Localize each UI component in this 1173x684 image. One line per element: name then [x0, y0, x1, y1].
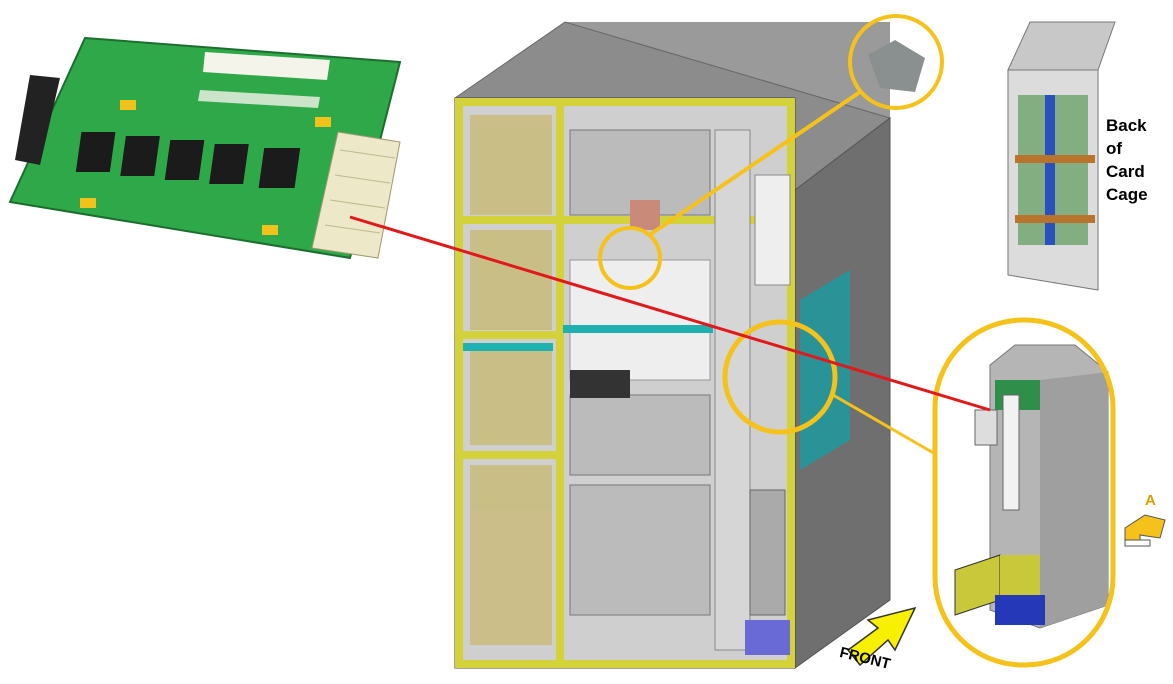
view-a-label: A: [1145, 492, 1156, 509]
view-a-arrow-icon: [1124, 514, 1166, 547]
card-cage-back-illustration: [1007, 21, 1116, 291]
label-line: Cage: [1106, 185, 1148, 204]
latch-part-illustration: [868, 40, 925, 92]
callout-oval-detail: [722, 317, 1116, 668]
callout-circle-top: [598, 14, 944, 290]
front-arrow-icon: [846, 606, 917, 667]
label-line: of: [1106, 139, 1123, 158]
label-line: Card: [1106, 162, 1145, 181]
label-line: Back: [1106, 116, 1147, 135]
system-cabinet-illustration: [453, 21, 892, 669]
card-location-pointer-line: [349, 215, 991, 412]
memory-card-illustration: [8, 36, 402, 260]
card-cage-label: Back of Card Cage: [1106, 114, 1148, 206]
card-cage-detail-illustration: [954, 344, 1109, 629]
